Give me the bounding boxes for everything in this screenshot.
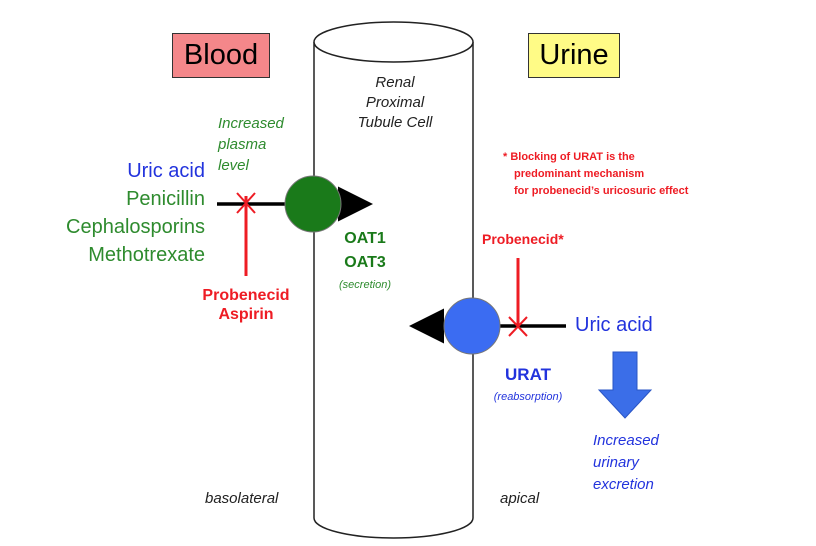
urat-label: URAT	[505, 365, 551, 384]
plasma-label-line3: level	[218, 157, 249, 174]
urine-label: Urine	[539, 39, 609, 71]
excretion-label-line1: Increased	[593, 432, 659, 449]
excretion-label-line3: excretion	[593, 476, 654, 493]
blood-label: Blood	[183, 39, 259, 71]
footnote-line1: * Blocking of URAT is the	[503, 151, 635, 163]
penicillin-label: Penicillin	[126, 188, 205, 210]
reabsorption-label: (reabsorption)	[493, 391, 563, 403]
secretion-label: (secretion)	[339, 279, 391, 291]
footnote-line3: for probenecid’s uricosuric effect	[514, 185, 689, 197]
excretion-down-arrow-icon	[597, 351, 653, 419]
cell-label-line3: Tubule Cell	[357, 114, 433, 131]
plasma-label-line2: plasma	[218, 136, 267, 153]
apical-label: apical	[500, 490, 540, 507]
cell-label-line1: Renal	[375, 74, 415, 91]
blood-label-box: Blood	[172, 33, 270, 78]
left-inhibition-x	[236, 192, 256, 214]
aspirin-label: Aspirin	[218, 306, 274, 323]
basolateral-label: basolateral	[205, 490, 279, 507]
oat-transporter	[284, 175, 342, 233]
probenecid-right-label: Probenecid*	[482, 231, 564, 247]
uric-acid-right: Uric acid	[575, 314, 653, 336]
tubule-cell-cylinder	[313, 21, 474, 539]
urine-label-box: Urine	[528, 33, 620, 78]
excretion-label-line2: urinary	[593, 454, 639, 471]
right-inhibition-x	[508, 316, 528, 337]
cephalosporins-label: Cephalosporins	[66, 216, 205, 238]
oat1-label: OAT1	[344, 230, 386, 247]
plasma-label-line1: Increased	[218, 115, 284, 132]
footnote-line2: predominant mechanism	[514, 168, 645, 180]
probenecid-left-label: Probenecid	[202, 287, 290, 304]
oat3-label: OAT3	[344, 254, 386, 271]
urat-transporter	[443, 297, 501, 355]
methotrexate-label: Methotrexate	[88, 244, 205, 266]
uric-acid-left: Uric acid	[127, 160, 205, 182]
cell-label-line2: Proximal	[365, 94, 425, 111]
